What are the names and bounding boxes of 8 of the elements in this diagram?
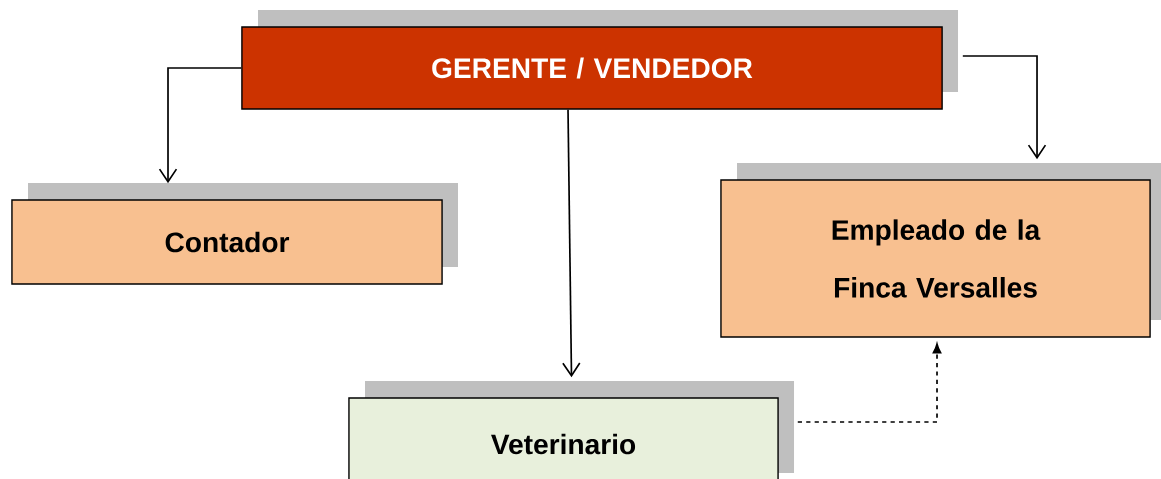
- org-box: GERENTE / VENDEDOR: [241, 10, 958, 110]
- arrow: [796, 343, 942, 423]
- arrow: [562, 108, 581, 378]
- org-box: Contador: [11, 183, 458, 285]
- org-box: Empleado de la Finca Versalles: [720, 163, 1161, 338]
- org-box: Veterinario: [348, 381, 794, 479]
- arrow: [961, 55, 1047, 160]
- arrow: [158, 67, 243, 184]
